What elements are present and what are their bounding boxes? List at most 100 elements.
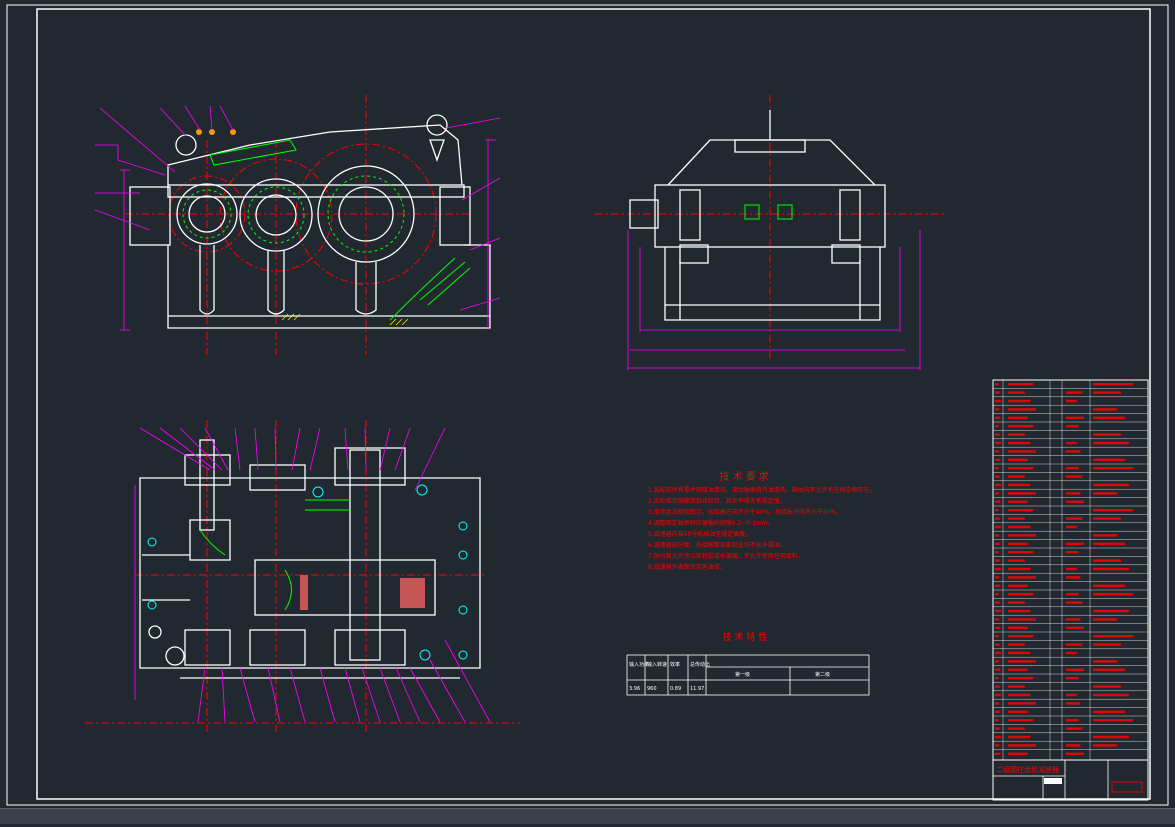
tech-requirement-1: 1.装配前所有零件用煤油清洗，滚动轴承用汽油清洗，箱体内不允许有任何杂物存在。 [648, 486, 876, 494]
parts-entry-mark [995, 635, 999, 638]
parts-entry-mark [995, 593, 999, 596]
plan-view [85, 420, 520, 735]
parts-entry-mark [1008, 593, 1034, 596]
tech-requirement-7: 7.剖分面允许涂以密封胶或水玻璃，不允许使用任何填料。 [648, 552, 804, 560]
parts-entry-mark [1093, 383, 1133, 386]
parts-entry-mark [1008, 399, 1031, 403]
status-bar [0, 808, 1175, 824]
parts-entry-mark [995, 534, 1000, 537]
parts-entry-mark [1008, 450, 1036, 453]
parts-entry-mark [995, 509, 999, 512]
parts-entry-mark [995, 677, 999, 680]
spec-value-efficiency: 0.89 [670, 686, 681, 692]
parts-entry-mark [1066, 651, 1077, 655]
parts-entry-mark [1093, 534, 1117, 537]
parts-entry-mark [995, 416, 1001, 419]
front-view [94, 95, 501, 355]
tech-specs-heading: 技 术 特 性 [723, 631, 768, 643]
parts-entry-mark [1093, 542, 1125, 545]
parts-entry-mark [1093, 643, 1121, 646]
parts-entry-mark [995, 752, 1001, 755]
parts-entry-mark [1093, 408, 1117, 411]
parts-entry-mark [1066, 450, 1081, 453]
parts-entry-mark [1093, 492, 1117, 495]
parts-entry-mark [1093, 391, 1121, 394]
parts-entry-mark [1093, 660, 1117, 663]
parts-entry-mark [1066, 626, 1084, 629]
parts-entry-mark [1008, 643, 1025, 646]
parts-entry-mark [1008, 467, 1034, 470]
parts-entry-mark [1008, 693, 1031, 697]
parts-entry-mark [1008, 551, 1034, 554]
parts-entry-mark [1008, 408, 1036, 411]
parts-entry-mark [1093, 584, 1125, 587]
parts-entry-mark [1008, 677, 1034, 680]
tech-specs-headers: 输入功率 输入转速 效率 总传动比 第一级 第二级 [629, 661, 830, 678]
parts-entry-mark [1066, 542, 1084, 545]
parts-entry-mark [995, 576, 1000, 579]
parts-entry-mark [1093, 710, 1125, 713]
parts-entry-mark [995, 685, 1000, 688]
parts-entry-mark [995, 559, 1000, 562]
tech-specs-values: 3.96 960 0.89 11.97 [629, 686, 704, 692]
parts-entry-mark [1066, 475, 1083, 478]
parts-entry-mark [995, 727, 1000, 730]
parts-entry-mark [1008, 383, 1034, 386]
parts-entry-mark [995, 618, 1000, 621]
parts-entry-mark [995, 383, 999, 386]
tech-requirement-6: 6.减速器剖分面、各接触面及密封处均不允许漏油。 [648, 541, 786, 549]
parts-entry-mark [1066, 500, 1084, 503]
parts-entry-mark [1093, 509, 1133, 512]
side-view [595, 95, 945, 370]
parts-entry-mark [995, 450, 1000, 453]
parts-entry-mark [995, 425, 999, 428]
parts-entry-mark [1093, 517, 1121, 520]
parts-entry-mark [1008, 735, 1031, 739]
parts-entry-mark [1008, 660, 1036, 663]
parts-entry-mark [1066, 744, 1081, 747]
tech-requirement-5: 5.减速器内装50号机械油至规定高度。 [648, 530, 751, 538]
parts-entry-mark [1008, 425, 1034, 428]
parts-entry-mark [1008, 752, 1028, 755]
parts-entry-mark [1093, 467, 1133, 470]
parts-entry-mark [1008, 492, 1036, 495]
parts-entry-mark [995, 710, 1001, 713]
parts-entry-mark [1008, 458, 1028, 461]
parts-entry-mark [1093, 618, 1117, 621]
parts-entry-mark [1008, 727, 1025, 730]
parts-entry-mark [995, 467, 999, 470]
parts-entry-mark [1066, 668, 1084, 671]
parts-entry-mark [1008, 391, 1025, 394]
parts-entry-mark [995, 735, 1001, 739]
spec-header-ratio: 总传动比 [690, 661, 710, 668]
parts-entry-mark [1066, 399, 1077, 403]
tech-requirement-8: 8.减速器外表面涂灰色油漆。 [648, 563, 726, 571]
parts-entry-mark [1008, 576, 1036, 579]
parts-entry-mark [1066, 492, 1081, 495]
parts-entry-mark [1008, 542, 1028, 545]
spec-header-stage2: 第二级 [815, 671, 830, 678]
parts-entry-mark [995, 702, 1000, 705]
parts-entry-mark [1008, 618, 1036, 621]
parts-entry-mark [995, 542, 1001, 545]
parts-list [992, 379, 1149, 761]
spec-header-speed: 输入转速 [647, 661, 667, 668]
parts-entry-mark [1066, 517, 1083, 520]
parts-entry-mark [1066, 677, 1079, 680]
parts-entry-mark [1008, 500, 1028, 503]
parts-entry-mark [1093, 635, 1133, 638]
tech-requirement-4: 4.调整固定轴承时应留轴向间隙0.2~0.3mm。 [648, 519, 774, 527]
parts-entry-mark [1093, 685, 1121, 688]
spec-header-power: 输入功率 [629, 661, 649, 668]
parts-entry-mark [1066, 601, 1083, 604]
parts-entry-mark [995, 433, 1000, 436]
parts-entry-mark [1066, 727, 1083, 730]
spec-value-speed: 960 [647, 686, 657, 692]
tech-specs: 技 术 特 性 输入功率 输入转速 效率 总传动比 第一级 第二级 3.96 9… [626, 631, 870, 696]
parts-entry-mark [1093, 433, 1121, 436]
parts-entry-mark [995, 408, 1000, 411]
spec-header-stage1: 第一级 [735, 671, 750, 678]
parts-entry-mark [1066, 416, 1084, 419]
parts-entry-mark [1008, 626, 1028, 629]
